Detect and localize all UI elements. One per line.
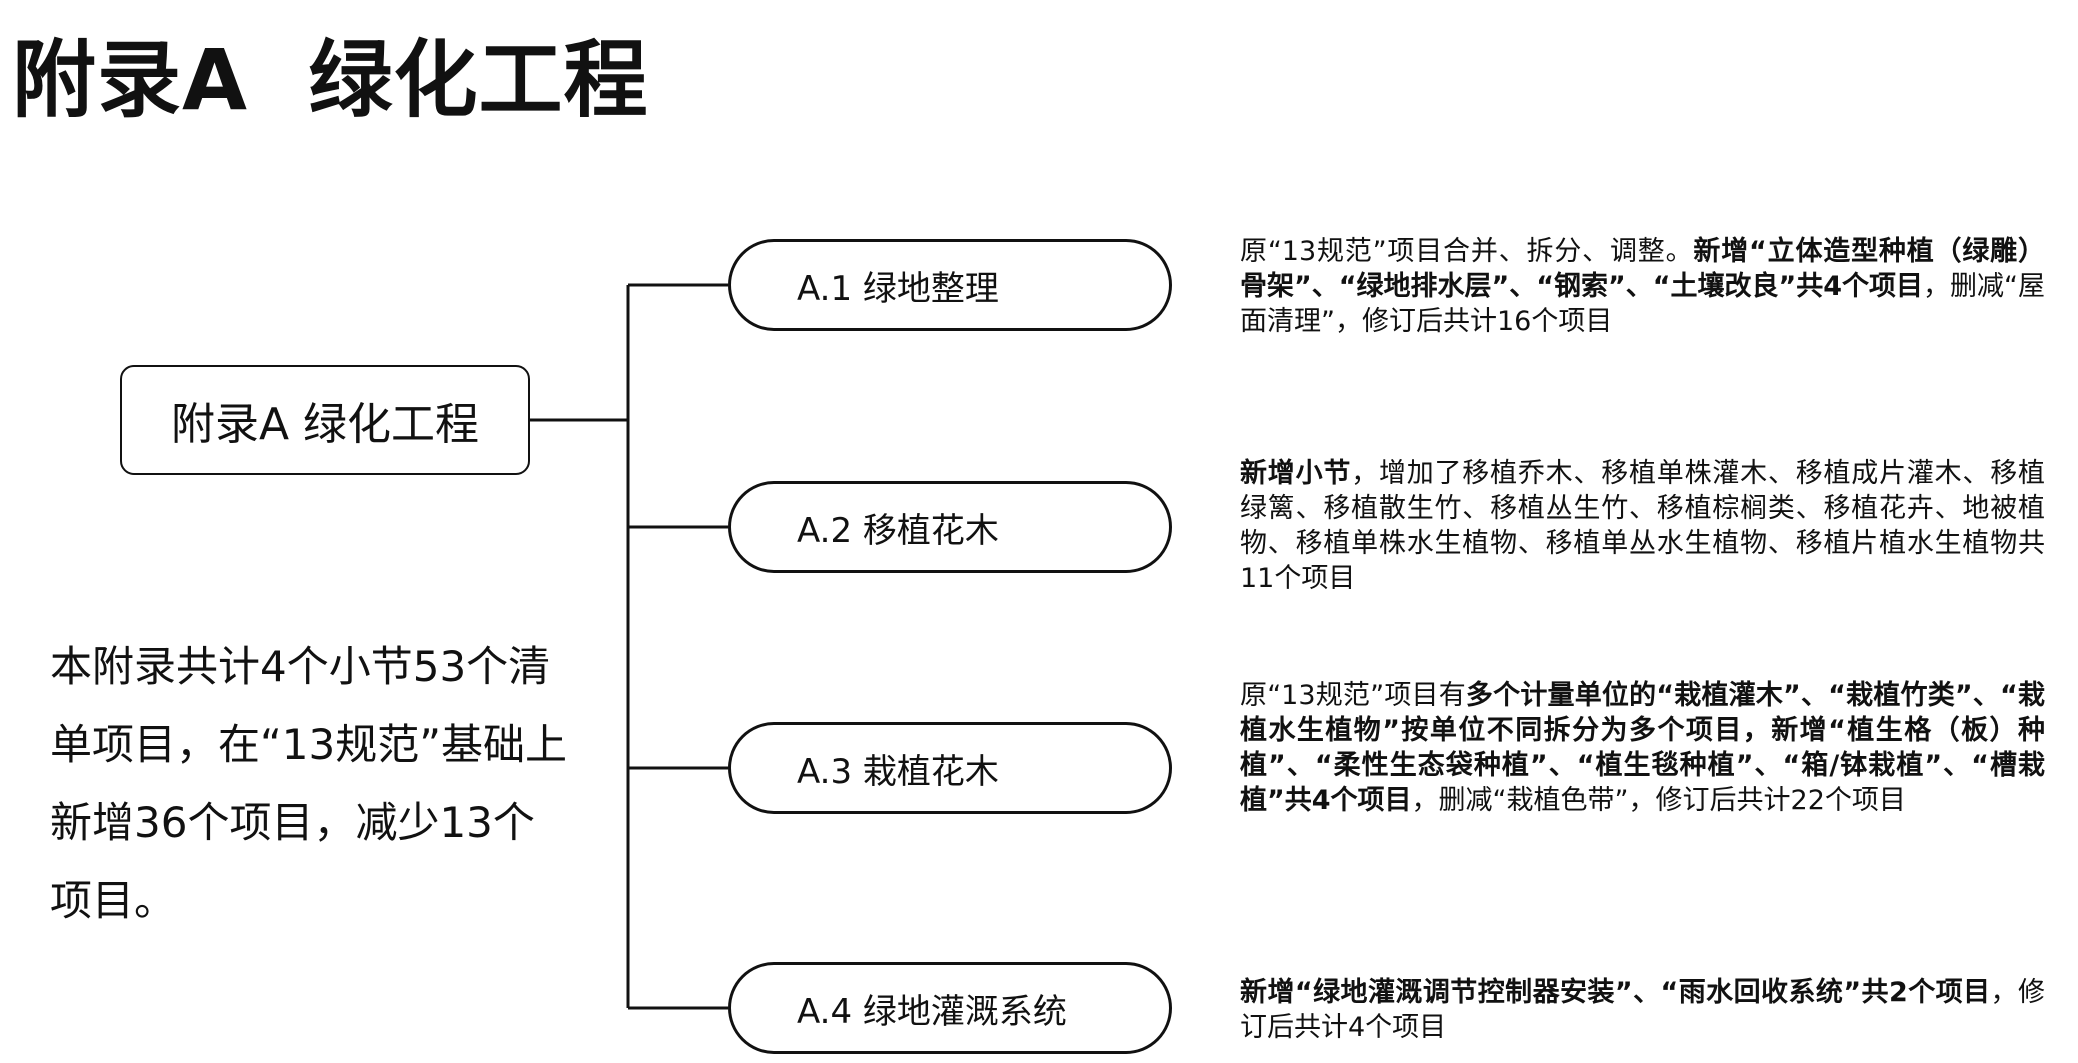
description-segment: 原“13规范”项目有 <box>1240 680 1466 711</box>
page-title: 附录A 绿化工程 <box>12 31 649 129</box>
root-node-label: 附录A 绿化工程 <box>170 399 480 450</box>
root-node: 附录A 绿化工程 <box>120 365 530 475</box>
section-node-label: A.1 绿地整理 <box>797 268 999 309</box>
section-node-a4: A.4 绿地灌溉系统 <box>728 962 1172 1054</box>
section-node-a1: A.1 绿地整理 <box>728 239 1172 331</box>
description-segment: ，增加了移植乔木、移植单株灌木、移植成片灌木、移植绿篱、移植散生竹、移植丛生竹、… <box>1240 458 2046 594</box>
section-node-label: A.4 绿地灌溉系统 <box>797 991 1067 1032</box>
section-description-a2: 新增小节，增加了移植乔木、移植单株灌木、移植成片灌木、移植绿篱、移植散生竹、移植… <box>1240 456 2045 596</box>
description-segment-bold: 多个计量单位的“栽植灌木”、“栽植竹类”、“栽植水生植物”按单位不同拆分为多个项… <box>1240 680 2045 816</box>
description-segment-bold: 新增“立体造型种植（绿雕）骨架”、“绿地排水层”、“钢索”、“土壤改良”共4个项… <box>1240 236 2045 302</box>
description-segment-bold: 新增小节 <box>1240 458 1352 489</box>
section-node-label: A.2 移植花木 <box>797 510 999 551</box>
summary-text: 本附录共计4个小节53个清单项目，在“13规范”基础上新增36个项目，减少13个… <box>50 642 567 925</box>
section-node-a3: A.3 栽植花木 <box>728 722 1172 814</box>
section-node-label: A.3 栽植花木 <box>797 751 999 792</box>
section-node-a2: A.2 移植花木 <box>728 481 1172 573</box>
description-segment-bold: 新增“绿地灌溉调节控制器安装”、“雨水回收系统”共2个项目 <box>1240 977 1991 1008</box>
description-segment: ，修订后共计4个项目 <box>1240 977 2045 1043</box>
description-segment: 原“13规范”项目合并、拆分、调整。 <box>1240 236 1694 267</box>
section-description-a3: 原“13规范”项目有多个计量单位的“栽植灌木”、“栽植竹类”、“栽植水生植物”按… <box>1240 678 2045 818</box>
section-description-a4: 新增“绿地灌溉调节控制器安装”、“雨水回收系统”共2个项目，修订后共计4个项目 <box>1240 975 2045 1045</box>
description-segment: ，删减“栽植色带”，修订后共计22个项目 <box>1411 785 1906 816</box>
section-description-a1: 原“13规范”项目合并、拆分、调整。新增“立体造型种植（绿雕）骨架”、“绿地排水… <box>1240 234 2045 339</box>
description-segment: ，删减“屋面清理”，修订后共计16个项目 <box>1240 271 2046 337</box>
